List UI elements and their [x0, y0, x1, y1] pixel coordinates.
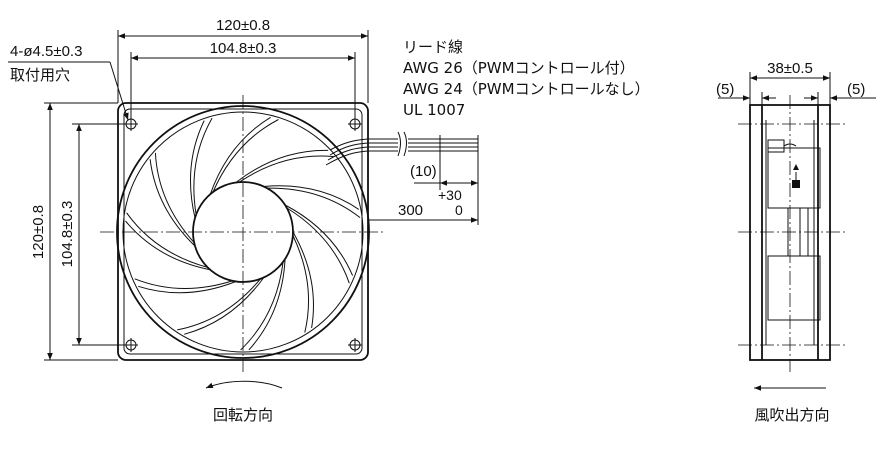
fan-blade-edge — [292, 235, 310, 333]
front-dimensions: 120±0.8 104.8±0.3 120±0.8 104.8±0.3 4-ø4… — [8, 17, 650, 424]
fan-blade-edge — [134, 278, 233, 289]
rotation-arrow — [205, 380, 283, 389]
lead-wire-spec-2: AWG 24（PWMコントロールなし） — [403, 80, 650, 98]
fan-blade-edge — [212, 119, 279, 193]
fan-blade-edge — [149, 159, 196, 247]
label-arrow-icon — [792, 164, 800, 188]
fan-blade-edge — [286, 207, 350, 284]
dim-overall-width: 120±0.8 — [216, 17, 270, 34]
airflow-label: 風吹出方向 — [754, 406, 829, 424]
lead-wire-spec-1: AWG 26（PWMコントロール付） — [403, 59, 635, 77]
dim-hole-pitch-height: 104.8±0.3 — [59, 201, 76, 268]
fan-blade-edge — [125, 220, 211, 271]
fan-blade-edge — [266, 187, 361, 218]
dim-flange-right: (5) — [847, 81, 865, 98]
fan-blade-edge — [292, 231, 314, 329]
dim-lead-length: 300 — [398, 202, 423, 219]
fan-blade-edge — [239, 155, 334, 183]
fan-blade-edge — [184, 277, 265, 335]
fan-blade-edge — [248, 258, 286, 351]
dim-lead-tol-minus: 0 — [455, 202, 463, 218]
mount-holes-label: 取付用穴 — [10, 66, 70, 84]
fan-blade-edge — [177, 278, 261, 331]
dim-lead-tol-plus: +30 — [438, 187, 462, 203]
fan-blade-edge — [126, 212, 208, 268]
dim-depth: 38±0.5 — [767, 60, 813, 77]
mount-hole-bottom-left — [124, 338, 138, 352]
fan-blade-edge — [189, 120, 205, 219]
fan-blade-edge — [240, 261, 284, 351]
mount-holes-spec: 4-ø4.5±0.3 — [10, 43, 82, 60]
fan-blade-edge — [284, 204, 354, 276]
fan-blade-edge — [138, 281, 237, 294]
dim-flange-left: (5) — [716, 81, 734, 98]
lead-wire-spec-3: UL 1007 — [403, 101, 465, 119]
fan-blade-edge — [263, 185, 360, 210]
rotation-label: 回転方向 — [213, 406, 273, 424]
dim-overall-height: 120±0.8 — [30, 205, 47, 259]
fan-blade-edge — [154, 152, 195, 244]
lead-wire-title: リード線 — [403, 38, 463, 56]
fan-blade-edge — [193, 117, 213, 215]
mount-hole-bottom-right — [348, 338, 362, 352]
dim-hole-pitch-width: 104.8±0.3 — [210, 40, 277, 57]
front-view — [100, 95, 479, 389]
side-view: 38±0.5 (5) (5) 風吹出方向 — [716, 60, 876, 424]
fan-blade-edge — [235, 149, 329, 183]
dim-strip-length: (10) — [410, 163, 437, 180]
fan-blades — [125, 116, 361, 351]
fan-blade-edge — [209, 116, 271, 195]
mount-hole-top-left — [124, 117, 138, 131]
mount-hole-top-right — [348, 117, 362, 131]
